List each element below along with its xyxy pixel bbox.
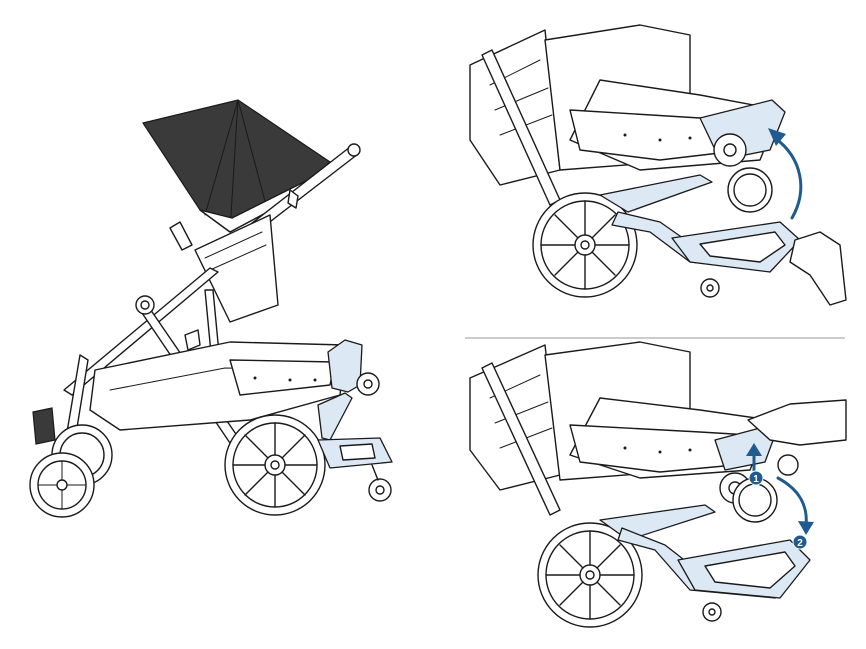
basket (89, 341, 346, 431)
ride-on-board-top (599, 99, 801, 298)
stroller-with-board-overview (29, 99, 393, 518)
fold-up-arrowhead (768, 128, 786, 146)
board-release-steps: 1 2 (469, 341, 847, 628)
board-fold-up-step (469, 24, 847, 306)
lift-arrowhead (746, 443, 762, 456)
step-2-label: 2 (797, 538, 803, 549)
front-wheels (29, 407, 113, 518)
rear-wheel-top (532, 192, 638, 298)
step-1-badge: 1 (748, 470, 764, 486)
fold-up-arrow (773, 136, 803, 220)
rear-wheel-bottom (537, 522, 643, 628)
hand-bottom (747, 399, 847, 446)
ride-on-board (317, 339, 393, 502)
fold-down-arrowhead (798, 521, 814, 535)
step-2-badge: 2 (792, 534, 808, 550)
canopy (142, 99, 331, 233)
fold-down-arrow (776, 476, 808, 528)
ride-on-board-bottom (599, 427, 811, 622)
seat (169, 214, 279, 323)
rear-wheel (224, 414, 326, 516)
hand-top (789, 231, 847, 306)
step-1-label: 1 (753, 474, 759, 485)
